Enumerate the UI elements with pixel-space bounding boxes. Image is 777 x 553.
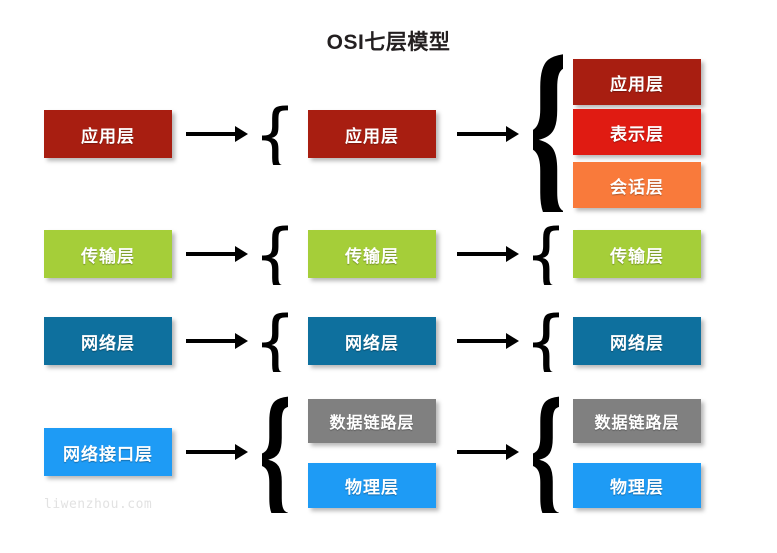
brace-col3-network: {: [533, 312, 559, 372]
box-col3-data-link: 数据链路层: [573, 399, 701, 443]
arrow-application-col2-col3: [457, 122, 519, 146]
arrow-head: [506, 333, 519, 349]
brace-col2-transport: {: [262, 225, 288, 285]
brace-glyph: {: [533, 225, 559, 285]
box-col2-data-link: 数据链路层: [308, 399, 436, 443]
box-col1-network: 网络层: [44, 317, 172, 365]
box-col1-transport: 传输层: [44, 230, 172, 278]
box-col3-network: 网络层: [573, 317, 701, 365]
brace-glyph: {: [533, 52, 563, 212]
arrow-shaft: [457, 450, 507, 454]
arrow-shaft: [457, 252, 507, 256]
brace-col3-linkphysical: {: [533, 395, 559, 513]
box-col2-physical: 物理层: [308, 463, 436, 508]
arrow-network-col1-col2: [186, 329, 248, 353]
box-col3-application: 应用层: [573, 59, 701, 105]
arrow-shaft: [186, 450, 236, 454]
brace-col2-linkphysical: {: [262, 395, 288, 513]
arrow-interface-col1-col2: [186, 440, 248, 464]
arrow-link-col2-col3: [457, 440, 519, 464]
box-col3-transport: 传输层: [573, 230, 701, 278]
arrow-application-col1-col2: [186, 122, 248, 146]
arrow-head: [506, 246, 519, 262]
arrow-head: [506, 126, 519, 142]
brace-glyph: {: [262, 105, 288, 165]
brace-glyph: {: [262, 395, 288, 513]
arrow-head: [235, 444, 248, 460]
brace-col2-network: {: [262, 312, 288, 372]
box-col3-presentation: 表示层: [573, 109, 701, 155]
watermark: liwenzhou.com: [44, 497, 153, 512]
arrow-shaft: [457, 132, 507, 136]
brace-glyph: {: [533, 312, 559, 372]
arrow-head: [235, 333, 248, 349]
box-col3-session: 会话层: [573, 162, 701, 208]
page-title: OSI七层模型: [326, 31, 451, 54]
box-col1-network-interface: 网络接口层: [44, 428, 172, 476]
arrow-head: [506, 444, 519, 460]
arrow-shaft: [186, 252, 236, 256]
arrow-shaft: [457, 339, 507, 343]
box-col2-application: 应用层: [308, 110, 436, 158]
brace-col3-transport: {: [533, 225, 559, 285]
arrow-transport-col1-col2: [186, 242, 248, 266]
arrow-shaft: [186, 339, 236, 343]
brace-glyph: {: [533, 395, 559, 513]
arrow-network-col2-col3: [457, 329, 519, 353]
arrow-head: [235, 126, 248, 142]
box-col2-network: 网络层: [308, 317, 436, 365]
box-col2-transport: 传输层: [308, 230, 436, 278]
brace-glyph: {: [262, 312, 288, 372]
box-col3-physical: 物理层: [573, 463, 701, 508]
arrow-transport-col2-col3: [457, 242, 519, 266]
arrow-head: [235, 246, 248, 262]
arrow-shaft: [186, 132, 236, 136]
brace-glyph: {: [262, 225, 288, 285]
brace-col2-application: {: [262, 105, 288, 165]
brace-col3-application-group: {: [533, 52, 563, 212]
box-col1-application: 应用层: [44, 110, 172, 158]
